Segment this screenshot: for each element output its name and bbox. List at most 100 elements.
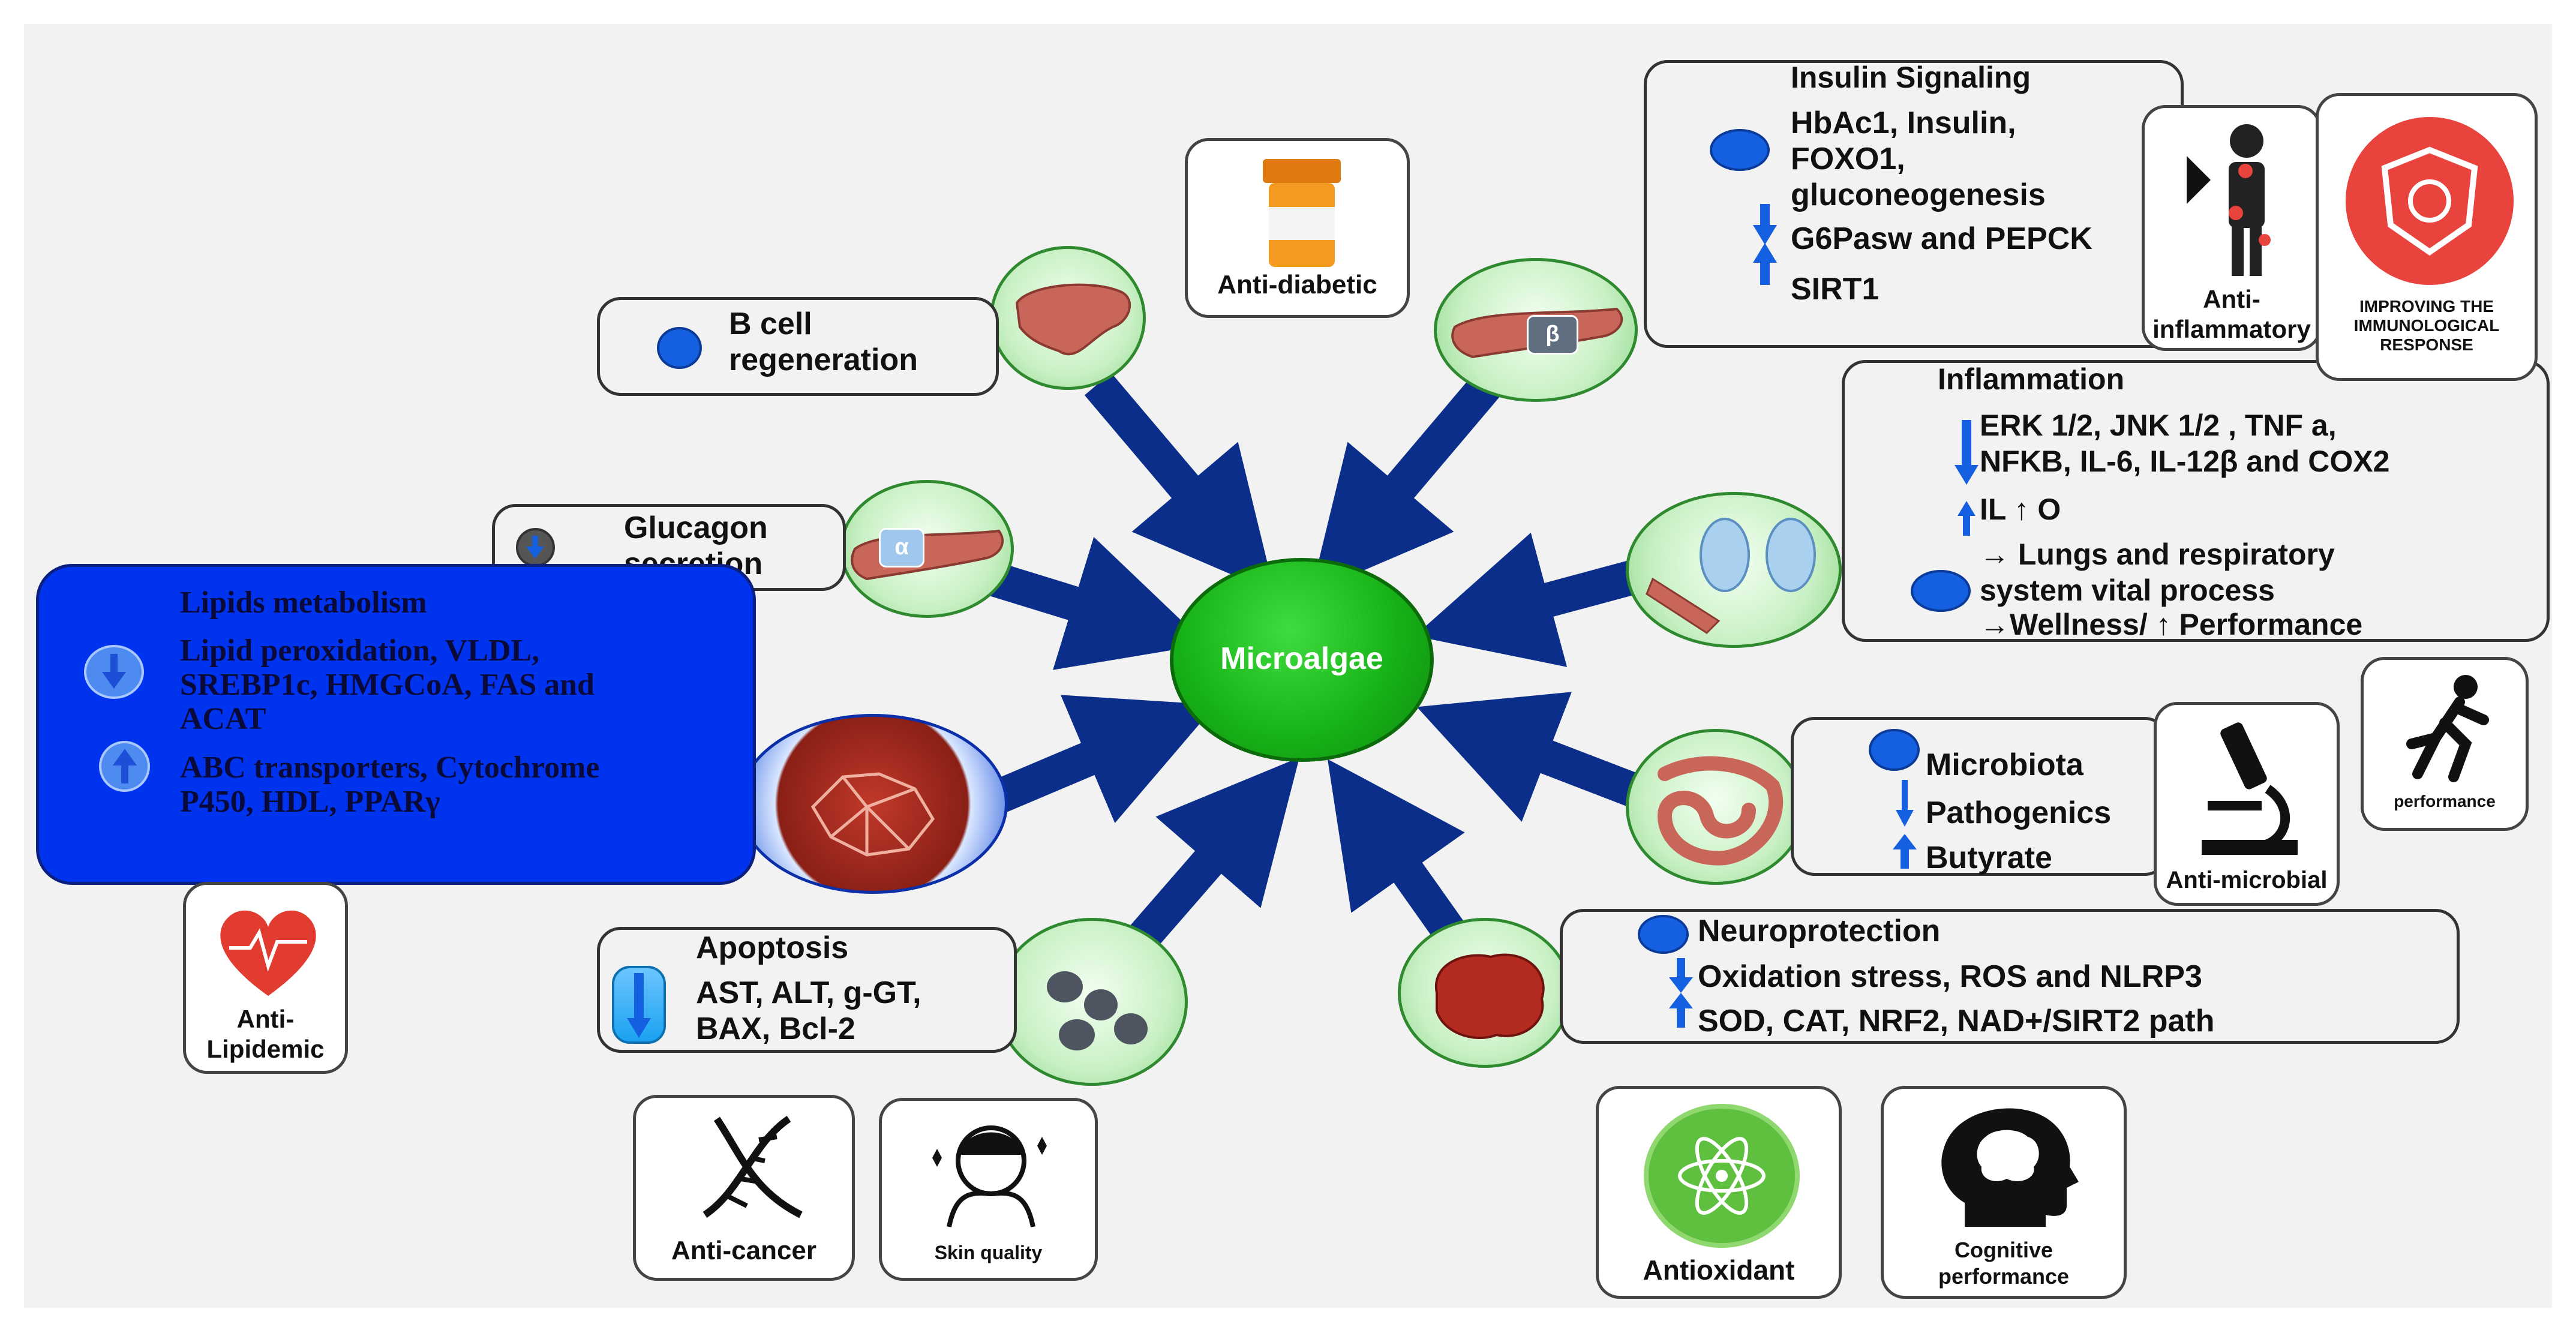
head-brain-icon: [1941, 1108, 2079, 1227]
anti-lipidemic-label-2: Lipidemic: [206, 1035, 325, 1063]
microbiota-line-3: Butyrate: [1926, 840, 2052, 875]
insulin-title: Insulin Signaling: [1791, 61, 2031, 94]
glucagon-down-arrow-icon: [526, 536, 544, 559]
kidney-organ: [1626, 492, 1842, 648]
anti-cancer-label: Anti-cancer: [671, 1236, 817, 1265]
arrow-pancreas-beta: [1311, 373, 1502, 593]
lipids-down-line-2: SREBP1c, HMGCoA, FAS and: [180, 668, 595, 702]
microbiota-dot: [1869, 729, 1920, 771]
neuro-line-1: Oxidation stress, ROS and NLRP3: [1698, 959, 2202, 994]
immune-response-card: IMPROVING THE IMMUNOLOGICAL RESPONSE: [2316, 93, 2538, 381]
antioxidant-card: Antioxidant: [1596, 1086, 1842, 1299]
center-label: Microalgae: [1220, 641, 1383, 676]
bcell-line-2: regeneration: [729, 343, 918, 377]
pancreas-alpha-organ: α: [840, 480, 1014, 618]
anti-cancer-card: Anti-cancer: [633, 1095, 855, 1281]
arrow-cells: [1121, 757, 1300, 960]
anti-diabetic-label: Anti-diabetic: [1217, 270, 1377, 299]
tissue-cells-icon: [810, 772, 935, 857]
microalgae-center: Microalgae: [1170, 558, 1434, 762]
anti-microbial-card: Anti-microbial: [2154, 702, 2340, 906]
neuroprotection-box: [1560, 909, 2460, 1044]
insulin-down-arrow-icon: [1753, 204, 1777, 245]
pancreas-alpha-icon: [851, 529, 1004, 581]
arrow-liver: [1084, 373, 1275, 593]
intestine-icon: [1657, 756, 1784, 866]
microscope-icon: [2202, 722, 2298, 855]
beta-symbol: β: [1545, 322, 1560, 347]
insulin-up-arrow-icon: [1753, 243, 1777, 285]
cognitive-label-2: performance: [1938, 1264, 2070, 1289]
alpha-symbol: α: [894, 535, 909, 560]
skin-quality-card: Skin quality: [879, 1098, 1098, 1281]
inflammation-down-arrow-icon: [1954, 420, 1978, 485]
insulin-signaling-box: [1644, 60, 2184, 348]
virus-shield-icon: [2381, 146, 2478, 256]
bcell-box: [597, 297, 999, 396]
inflammation-line-1: ERK 1/2, JNK 1/2 , TNF a,: [1980, 409, 2337, 442]
inflammation-dot: [1911, 570, 1971, 612]
lipids-metabolism-panel: [36, 564, 756, 885]
lipids-down-arrow-icon: [102, 654, 126, 689]
neuro-up-arrow-icon: [1669, 993, 1693, 1028]
performance-label: performance: [2394, 792, 2496, 810]
arrow-kidney: [1414, 532, 1643, 667]
microbiota-up-arrow-icon: [1893, 834, 1917, 869]
arrow-tissue: [989, 695, 1216, 824]
inflammation-line-3: IL ↑ O: [1980, 493, 2061, 526]
apoptosis-title: Apoptosis: [696, 930, 849, 965]
antioxidant-label: Antioxidant: [1643, 1254, 1795, 1286]
lipids-down-line-1: Lipid peroxidation, VLDL,: [180, 634, 540, 668]
face-care-icon: [932, 1125, 1047, 1227]
neuro-title: Neuroprotection: [1698, 914, 1941, 948]
insulin-line-2: FOXO1,: [1791, 142, 1905, 176]
cells-organ: [996, 918, 1188, 1086]
inflammation-title: Inflammation: [1938, 362, 2125, 396]
anti-inflammatory-label-1: Anti-: [2203, 285, 2260, 313]
apoptosis-down-arrow-icon: [627, 973, 651, 1038]
glucagon-line-1: Glucagon: [624, 511, 768, 545]
inflammation-up-arrow-icon: [1957, 501, 1975, 536]
atom-icon: [1678, 1137, 1766, 1215]
person-inflammation-icon: [2187, 124, 2271, 276]
arrow-pancreas-alpha: [978, 537, 1206, 670]
microbiota-down-arrow-icon: [1896, 780, 1914, 827]
intestine-organ: [1626, 729, 1806, 885]
inflammation-line-2: NFKB, IL-6, IL-12β and COX2: [1980, 445, 2390, 478]
heart-icon: [220, 910, 316, 996]
neuro-line-2: SOD, CAT, NRF2, NAD+/SIRT2 path: [1698, 1004, 2215, 1038]
skin-quality-label: Skin quality: [934, 1242, 1043, 1263]
immune-shield-icon: [2346, 117, 2514, 285]
tissue-organ: [738, 714, 1008, 894]
dna-icon: [702, 1116, 803, 1218]
lipids-up-arrow-icon: [113, 749, 137, 783]
anti-inflammatory-label-2: inflammatory: [2152, 315, 2311, 343]
pancreas-beta-organ: β: [1434, 258, 1638, 402]
arrow-intestine: [1416, 692, 1644, 822]
bcell-line-1: B cell: [729, 307, 812, 341]
liver-organ: [990, 246, 1146, 390]
anti-lipidemic-card: Anti- Lipidemic: [183, 882, 348, 1074]
beta-cell-badge: β: [1527, 315, 1578, 355]
microbiota-line-2: Pathogenics: [1926, 795, 2112, 830]
insulin-line-3: gluconeogenesis: [1791, 178, 2046, 212]
lipids-title: Lipids metabolism: [180, 586, 427, 620]
cells-icon: [1047, 971, 1148, 1050]
inflammation-line-5: system vital process: [1980, 574, 2275, 607]
anti-inflammatory-card: Anti- inflammatory: [2142, 105, 2322, 351]
immune-label-2: IMMUNOLOGICAL: [2353, 316, 2500, 335]
liver-icon: [1015, 283, 1131, 356]
neuro-down-arrow-icon: [1669, 958, 1693, 993]
insulin-line-5: SIRT1: [1791, 272, 1880, 307]
kidney-icon: [1646, 518, 1816, 634]
immune-label-3: RESPONSE: [2380, 335, 2473, 354]
cognitive-label-1: Cognitive: [1954, 1238, 2053, 1262]
insulin-dot: [1710, 129, 1770, 171]
immune-label-1: IMPROVING THE: [2359, 297, 2494, 316]
apoptosis-line-2: BAX, Bcl-2: [696, 1011, 855, 1046]
microbiota-box: [1791, 717, 2169, 876]
inflammation-line-4: → Lungs and respiratory: [1980, 538, 2335, 571]
anti-lipidemic-label-1: Anti-: [236, 1005, 295, 1033]
bcell-dot: [657, 327, 702, 369]
performance-card: performance: [2361, 657, 2529, 831]
